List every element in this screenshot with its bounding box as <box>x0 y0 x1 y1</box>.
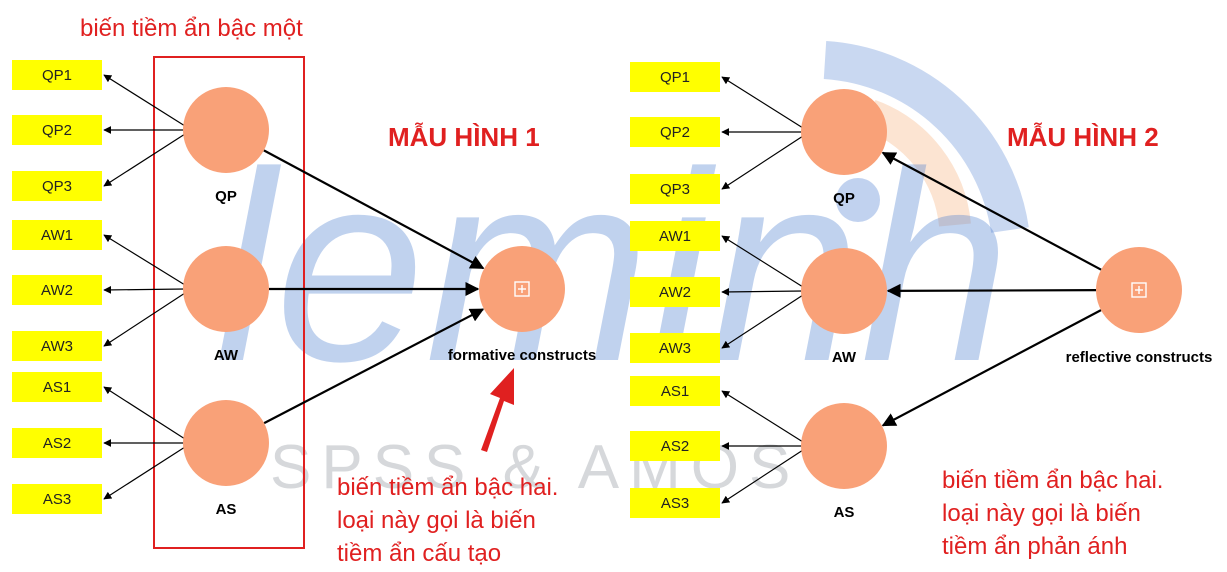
construct-node-as <box>801 403 887 489</box>
indicator-box-aw2 <box>12 275 102 305</box>
loading-arrow-aw-aw3 <box>721 294 804 349</box>
indicator-box-as2 <box>12 428 102 458</box>
indicator-label-qp1: QP1 <box>660 69 690 86</box>
construct-label-qp: QP <box>833 190 855 207</box>
indicator-box-aw2 <box>630 277 720 307</box>
indicator-box-aw1 <box>630 221 720 251</box>
indicator-label-qp2: QP2 <box>42 122 72 139</box>
wifi-arc-inner-icon <box>864 99 971 227</box>
construct-label-as: AS <box>216 501 237 518</box>
indicator-label-aw3: AW3 <box>41 338 73 355</box>
model1-note-line-3: tiềm ẩn cấu tạo <box>337 540 501 567</box>
model2-second-order-label: reflective constructs <box>1066 349 1213 366</box>
loading-arrow-as-as3 <box>103 446 186 500</box>
loading-arrow-aw-aw2 <box>103 285 186 294</box>
loading-arrow-aw-aw1 <box>721 235 804 288</box>
construct-label-aw: AW <box>832 349 857 366</box>
construct-node-aw <box>183 246 269 332</box>
indicator-label-aw1: AW1 <box>659 228 691 245</box>
indicator-label-as1: AS1 <box>43 379 71 396</box>
loading-arrow-as-as1 <box>103 386 186 440</box>
indicator-label-as1: AS1 <box>661 383 689 400</box>
model1-note-line-2: loại này gọi là biến <box>337 507 536 534</box>
plus-box-icon <box>1131 282 1147 298</box>
indicator-label-as2: AS2 <box>43 435 71 452</box>
indicator-label-qp2: QP2 <box>660 124 690 141</box>
loading-arrow-aw-aw2 <box>721 287 804 296</box>
model1-links <box>103 74 485 500</box>
indicator-box-qp2 <box>12 115 102 145</box>
model2-note-line-1: biến tiềm ẩn bậc hai. <box>942 467 1163 494</box>
indicator-box-qp1 <box>12 60 102 90</box>
indicator-label-qp1: QP1 <box>42 67 72 84</box>
model1-top-note: biến tiềm ẩn bậc một <box>80 15 303 42</box>
construct-label-qp: QP <box>215 188 237 205</box>
model-1: biến tiềm ẩn bậc một MẪU HÌNH 1 QP1QP2QP… <box>12 15 596 567</box>
indicator-box-aw1 <box>12 220 102 250</box>
loading-arrow-qp-qp3 <box>103 133 186 187</box>
construct-node-as <box>183 400 269 486</box>
first-order-highlight-box <box>153 56 305 549</box>
indicator-label-as3: AS3 <box>661 495 689 512</box>
indicator-label-as3: AS3 <box>43 491 71 508</box>
indicator-box-qp3 <box>630 174 720 204</box>
indicator-box-as3 <box>12 484 102 514</box>
model2-links <box>721 76 1102 504</box>
indicator-label-aw2: AW2 <box>41 282 73 299</box>
loading-arrow-as-as1 <box>721 390 804 443</box>
structural-arrow-qp <box>881 151 1102 271</box>
indicator-box-qp1 <box>630 62 720 92</box>
construct-node-qp <box>801 89 887 175</box>
indicator-box-as1 <box>12 372 102 402</box>
model1-title: MẪU HÌNH 1 <box>388 122 540 152</box>
indicator-box-qp3 <box>12 171 102 201</box>
red-pointer-arrow-icon <box>481 368 514 452</box>
indicator-label-as2: AS2 <box>661 438 689 455</box>
loading-arrow-as-as3 <box>721 449 804 504</box>
indicator-label-aw3: AW3 <box>659 340 691 357</box>
construct-label-aw: AW <box>214 347 239 364</box>
structural-arrow-as <box>881 309 1102 427</box>
structural-arrow-qp <box>263 149 485 270</box>
loading-arrow-aw-aw3 <box>103 292 186 347</box>
indicator-box-as1 <box>630 376 720 406</box>
model2-note-line-3: tiềm ẩn phản ánh <box>942 533 1127 560</box>
construct-label-as: AS <box>834 504 855 521</box>
indicator-box-as3 <box>630 488 720 518</box>
plus-box-icon <box>514 281 530 297</box>
model2-title: MẪU HÌNH 2 <box>1007 122 1159 152</box>
indicator-box-aw3 <box>630 333 720 363</box>
indicator-label-aw2: AW2 <box>659 284 691 301</box>
indicator-label-aw1: AW1 <box>41 227 73 244</box>
construct-node-qp <box>183 87 269 173</box>
wifi-dot-icon <box>836 178 880 222</box>
model1-note-line-1: biến tiềm ẩn bậc hai. <box>337 474 558 501</box>
indicator-box-as2 <box>630 431 720 461</box>
indicator-box-qp2 <box>630 117 720 147</box>
loading-arrow-aw-aw1 <box>103 234 186 286</box>
indicator-label-qp3: QP3 <box>42 178 72 195</box>
loading-arrow-qp-qp1 <box>103 74 186 127</box>
loading-arrow-qp-qp3 <box>721 135 804 190</box>
structural-arrow-aw <box>886 283 1097 298</box>
indicator-box-aw3 <box>12 331 102 361</box>
watermark-main-text: leminh <box>215 117 1010 418</box>
structural-arrow-as <box>263 308 485 425</box>
wifi-arc-outer-icon <box>823 41 1029 234</box>
watermark: leminh SPSS & AMOS <box>215 41 1029 502</box>
indicator-label-qp3: QP3 <box>660 181 690 198</box>
model2-note-line-2: loại này gọi là biến <box>942 500 1141 527</box>
construct-node-aw <box>801 248 887 334</box>
loading-arrow-qp-qp1 <box>721 76 804 129</box>
model1-second-order-label: formative constructs <box>448 347 596 364</box>
